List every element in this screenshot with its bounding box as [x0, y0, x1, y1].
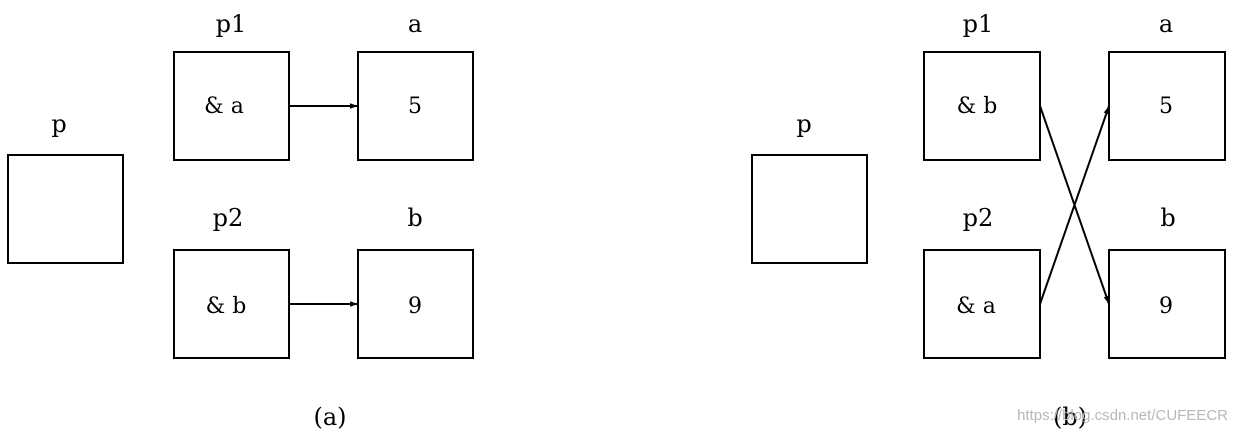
- box-p: [7, 154, 124, 264]
- panel-a: p p1 & a p2 & b a 5 b 9 (a): [7, 10, 474, 431]
- label-b: b: [407, 204, 422, 232]
- value-a: 5: [408, 94, 422, 119]
- watermark: https://blog.csdn.net/CUFEECR: [1017, 407, 1228, 424]
- label-p1: p1: [963, 10, 994, 38]
- value-a: 5: [1159, 94, 1173, 119]
- caption-a: (a): [313, 403, 346, 431]
- box-b: [357, 249, 474, 359]
- box-p1: [173, 51, 290, 161]
- box-p2: [923, 249, 1041, 359]
- value-p1: & a: [204, 94, 244, 119]
- label-a: a: [408, 10, 422, 38]
- label-p: p: [796, 110, 811, 138]
- label-p2: p2: [213, 204, 244, 232]
- arrow-p2-to-a: [1039, 105, 1110, 305]
- box-a: [1108, 51, 1226, 161]
- value-p2: & a: [956, 294, 996, 319]
- box-a: [357, 51, 474, 161]
- label-a: a: [1159, 10, 1173, 38]
- box-p2: [173, 249, 290, 359]
- box-b: [1108, 249, 1226, 359]
- value-p2: & b: [206, 294, 247, 319]
- label-p1: p1: [216, 10, 247, 38]
- box-p: [751, 154, 868, 264]
- caption-b: (b): [1053, 403, 1087, 431]
- value-b: 9: [1159, 294, 1173, 319]
- label-p: p: [51, 110, 66, 138]
- panel-b: p p1 & b p2 & a a 5 b 9 (b): [751, 10, 1226, 431]
- label-b: b: [1160, 204, 1175, 232]
- value-b: 9: [408, 294, 422, 319]
- label-p2: p2: [963, 204, 994, 232]
- value-p1: & b: [957, 94, 998, 119]
